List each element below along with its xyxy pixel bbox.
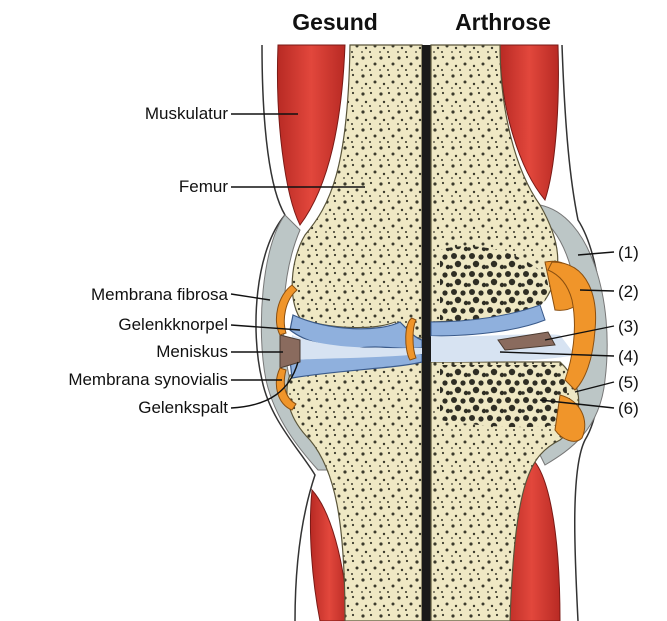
label-muskulatur: Muskulatur (145, 104, 228, 123)
label-4: (4) (618, 347, 639, 366)
label-membrana-synovialis: Membrana synovialis (68, 370, 228, 389)
label-femur: Femur (179, 177, 228, 196)
tibia-healthy (287, 360, 422, 621)
header-arthritic: Arthrose (455, 9, 551, 35)
leader-2 (580, 290, 614, 291)
label-meniskus: Meniskus (156, 342, 228, 361)
label-1: (1) (618, 243, 639, 262)
label-3: (3) (618, 317, 639, 336)
label-2: (2) (618, 282, 639, 301)
label-5: (5) (618, 373, 639, 392)
label-gelenkspalt: Gelenkspalt (138, 398, 228, 417)
label-membrana-fibrosa: Membrana fibrosa (91, 285, 229, 304)
tibia-arthritic-sclerosis (440, 365, 567, 427)
header-healthy: Gesund (292, 9, 378, 35)
label-6: (6) (618, 399, 639, 418)
label-gelenkknorpel: Gelenkknorpel (118, 315, 228, 334)
center-divider (422, 45, 431, 621)
